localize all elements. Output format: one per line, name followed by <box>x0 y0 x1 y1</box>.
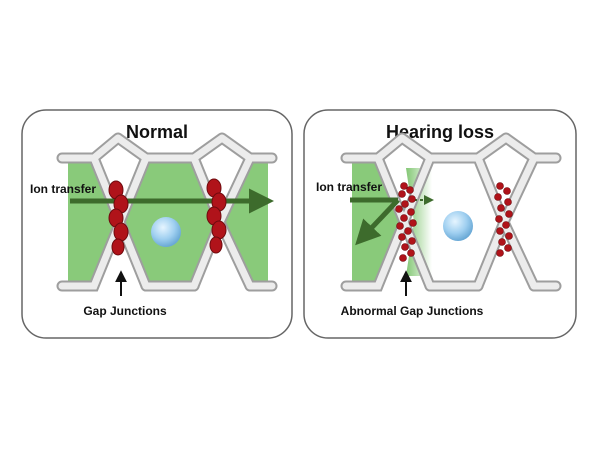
normal-ion-transfer-label: Ion transfer <box>30 182 96 196</box>
normal-gap-junctions <box>108 178 227 256</box>
hearing-loss-panel: Hearing loss <box>303 109 577 339</box>
normal-nucleus <box>151 217 181 247</box>
normal-gap-junction-right <box>206 178 227 254</box>
normal-gap-junction-left <box>108 180 129 256</box>
hearing-loss-deflected-arrow <box>355 198 400 246</box>
normal-gap-junctions-label: Gap Junctions <box>83 304 167 318</box>
hearing-loss-gap-junctions-left <box>395 182 417 262</box>
normal-panel-title: Normal <box>126 122 188 142</box>
normal-membrane-lattice <box>56 132 278 292</box>
hearing-loss-panel-title: Hearing loss <box>386 122 494 142</box>
abnormal-gap-junctions-label: Abnormal Gap Junctions <box>341 304 484 318</box>
normal-left-cell <box>68 162 118 282</box>
hearing-loss-nucleus <box>443 211 473 241</box>
hearing-loss-ion-transfer-label: Ion transfer <box>316 180 382 194</box>
hearing-loss-gap-junctions-right <box>494 182 513 257</box>
normal-panel: Normal <box>21 109 293 339</box>
